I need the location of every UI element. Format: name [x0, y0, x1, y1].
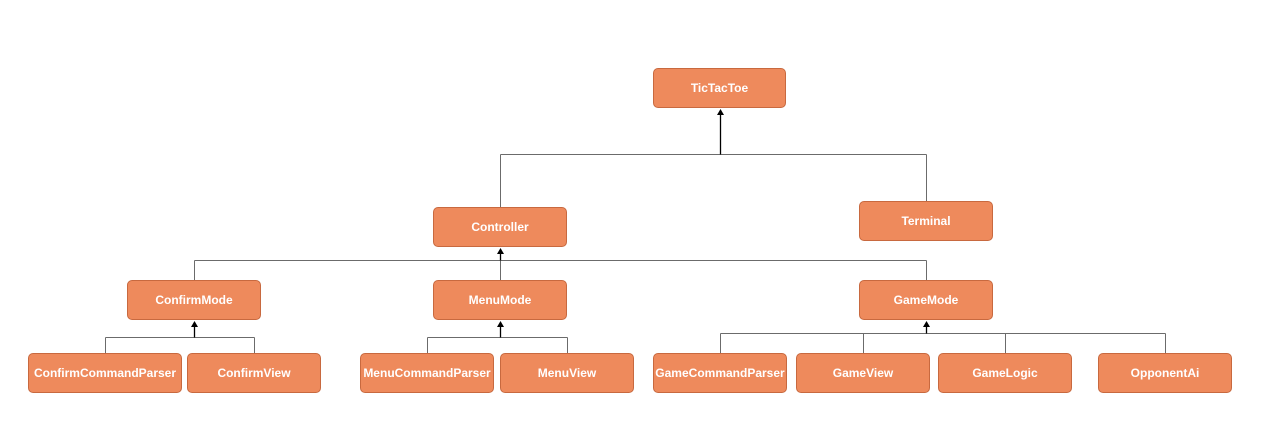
- arrowhead-game_mode: [923, 321, 930, 327]
- node-game-view[interactable]: GameView: [796, 353, 930, 393]
- node-terminal[interactable]: Terminal: [859, 201, 993, 241]
- node-tictactoe[interactable]: TicTacToe: [653, 68, 786, 108]
- node-confirm-mode[interactable]: ConfirmMode: [127, 280, 261, 320]
- node-opponent-ai[interactable]: OpponentAi: [1098, 353, 1232, 393]
- arrowhead-tictactoe: [717, 109, 724, 115]
- node-game-logic[interactable]: GameLogic: [938, 353, 1072, 393]
- arrowhead-confirm_mode: [191, 321, 198, 327]
- node-menu-mode[interactable]: MenuMode: [433, 280, 567, 320]
- node-game-mode[interactable]: GameMode: [859, 280, 993, 320]
- node-controller[interactable]: Controller: [433, 207, 567, 247]
- node-confirm-command-parser[interactable]: ConfirmCommandParser: [28, 353, 182, 393]
- node-confirm-view[interactable]: ConfirmView: [187, 353, 321, 393]
- node-menu-command-parser[interactable]: MenuCommandParser: [360, 353, 494, 393]
- arrowhead-menu_mode: [497, 321, 504, 327]
- arrowhead-controller: [497, 248, 504, 254]
- node-menu-view[interactable]: MenuView: [500, 353, 634, 393]
- node-game-command-parser[interactable]: GameCommandParser: [653, 353, 787, 393]
